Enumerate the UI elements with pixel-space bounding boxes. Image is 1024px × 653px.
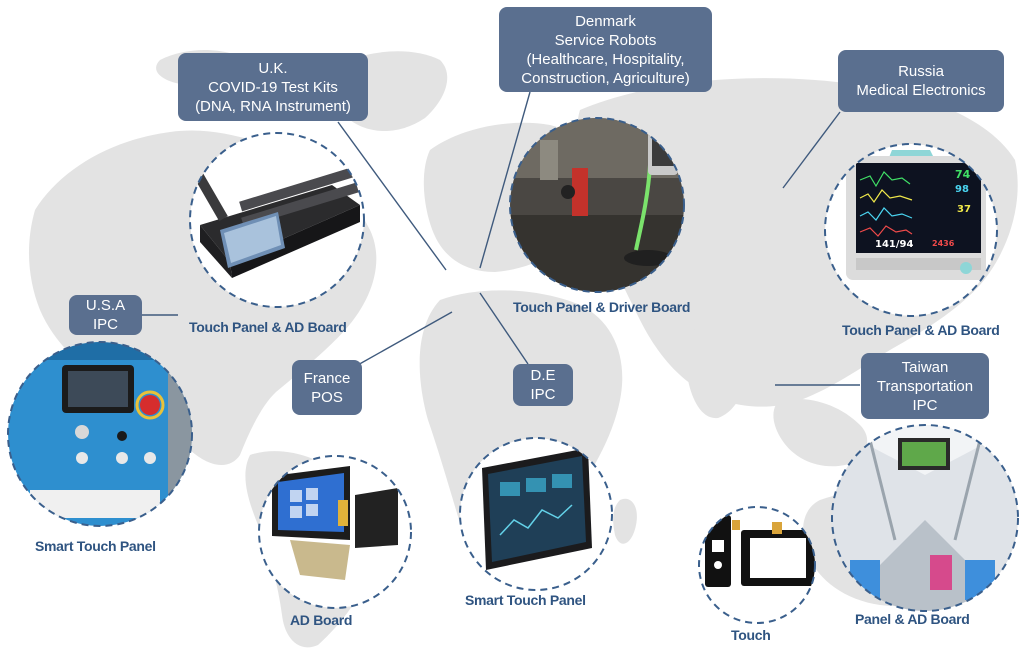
region-label-line: (Healthcare, Hospitality, (526, 50, 685, 68)
product-caption-russia: Touch Panel & AD Board (842, 322, 1000, 338)
region-label-line: IPC (92, 316, 118, 333)
region-label-denmark: Denmark Service Robots (Healthcare, Hosp… (499, 7, 712, 92)
product-photo-covid-test-instrument (190, 133, 364, 307)
region-label-line: IPC (912, 396, 938, 414)
connector-lines (142, 91, 860, 386)
region-india (683, 329, 746, 419)
island-madagascar (613, 498, 637, 544)
connector-de (479, 292, 529, 365)
region-label-usa: U.S.A IPC (69, 295, 142, 335)
dashed-circle-taiwan-touch (698, 506, 816, 624)
region-label-line: U.K. (258, 59, 288, 77)
product-caption-uk: Touch Panel & AD Board (189, 319, 347, 335)
connector-denmark (479, 91, 531, 269)
dashed-circle-uk (189, 132, 365, 308)
product-caption-taiwan-touch: Touch (731, 627, 771, 643)
product-caption-denmark: Touch Panel & Driver Board (513, 299, 691, 315)
product-photo-train-interior (832, 425, 1018, 611)
region-label-france: France POS (292, 360, 362, 415)
region-label-line: Transportation (876, 377, 974, 395)
region-label-line: Denmark (575, 12, 636, 30)
dashed-circle-russia (824, 143, 998, 317)
product-caption-de: Smart Touch Panel (465, 592, 586, 608)
dashed-circle-de (459, 437, 613, 591)
region-label-line: Taiwan (901, 358, 949, 376)
region-label-line: POS (311, 388, 343, 406)
product-caption-taiwan-panel: Panel & AD Board (855, 611, 970, 627)
dashed-circle-taiwan-panel (831, 424, 1019, 612)
connector-france (355, 311, 453, 367)
region-label-line: D.E (530, 367, 556, 384)
connector-russia (782, 111, 841, 189)
product-caption-usa: Smart Touch Panel (35, 538, 156, 554)
product-caption-france: AD Board (290, 612, 353, 628)
product-photo-patient-monitor (825, 144, 997, 316)
product-photo-pos-terminal (259, 456, 411, 608)
product-photo-touch-sensors (699, 507, 815, 623)
connector-uk (337, 121, 447, 271)
region-label-line: IPC (530, 386, 556, 403)
region-label-russia: Russia Medical Electronics (838, 50, 1004, 112)
region-label-line: U.S.A (85, 297, 126, 314)
region-label-line: (DNA, RNA Instrument) (195, 97, 351, 115)
region-label-line: Russia (898, 63, 944, 80)
region-label-line: Construction, Agriculture) (521, 69, 690, 87)
region-label-line: Service Robots (554, 31, 657, 49)
region-label-de: D.E IPC (513, 364, 573, 406)
region-label-line: France (303, 369, 351, 387)
dashed-circle-usa (7, 341, 193, 527)
region-southeast-asia (773, 398, 868, 467)
product-photo-service-robot (510, 118, 684, 292)
region-label-line: COVID-19 Test Kits (208, 78, 338, 96)
region-label-line: Medical Electronics (856, 82, 986, 99)
dashed-circle-france (258, 455, 412, 609)
product-photo-smart-touch-panel (460, 438, 612, 590)
region-label-uk: U.K. COVID-19 Test Kits (DNA, RNA Instru… (178, 53, 368, 121)
dashed-circle-denmark (509, 117, 685, 293)
region-label-taiwan: Taiwan Transportation IPC (861, 353, 989, 419)
